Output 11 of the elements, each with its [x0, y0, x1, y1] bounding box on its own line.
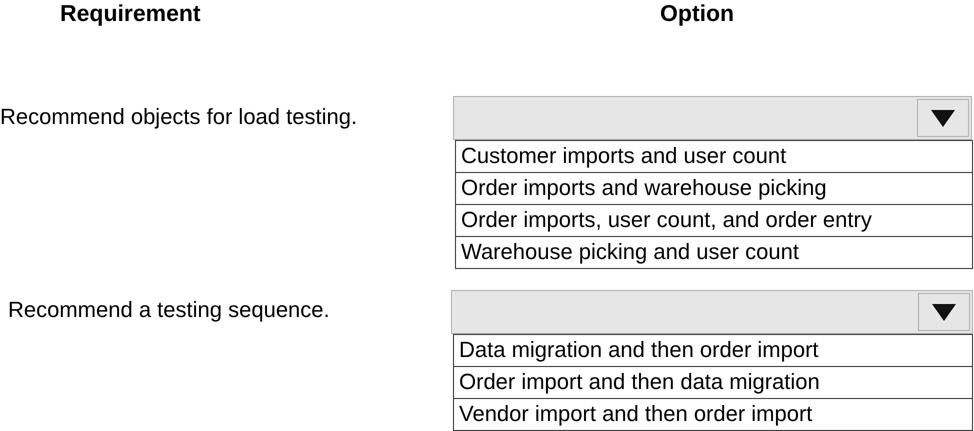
option-item: Order import and then data migration	[453, 366, 973, 399]
option-item: Customer imports and user count	[455, 140, 973, 173]
option-item: Order imports and warehouse picking	[455, 172, 973, 205]
option-item: Order imports, user count, and order entry	[455, 204, 973, 237]
option-item: Data migration and then order import	[453, 334, 973, 367]
option-item: Vendor import and then order import	[453, 398, 973, 431]
requirement-text: Recommend objects for load testing.	[0, 104, 358, 130]
column-header: Option	[660, 0, 734, 27]
column-header: Requirement	[60, 0, 201, 27]
option-item: Warehouse picking and user count	[455, 236, 973, 269]
requirement-text: Recommend a testing sequence.	[8, 297, 330, 323]
